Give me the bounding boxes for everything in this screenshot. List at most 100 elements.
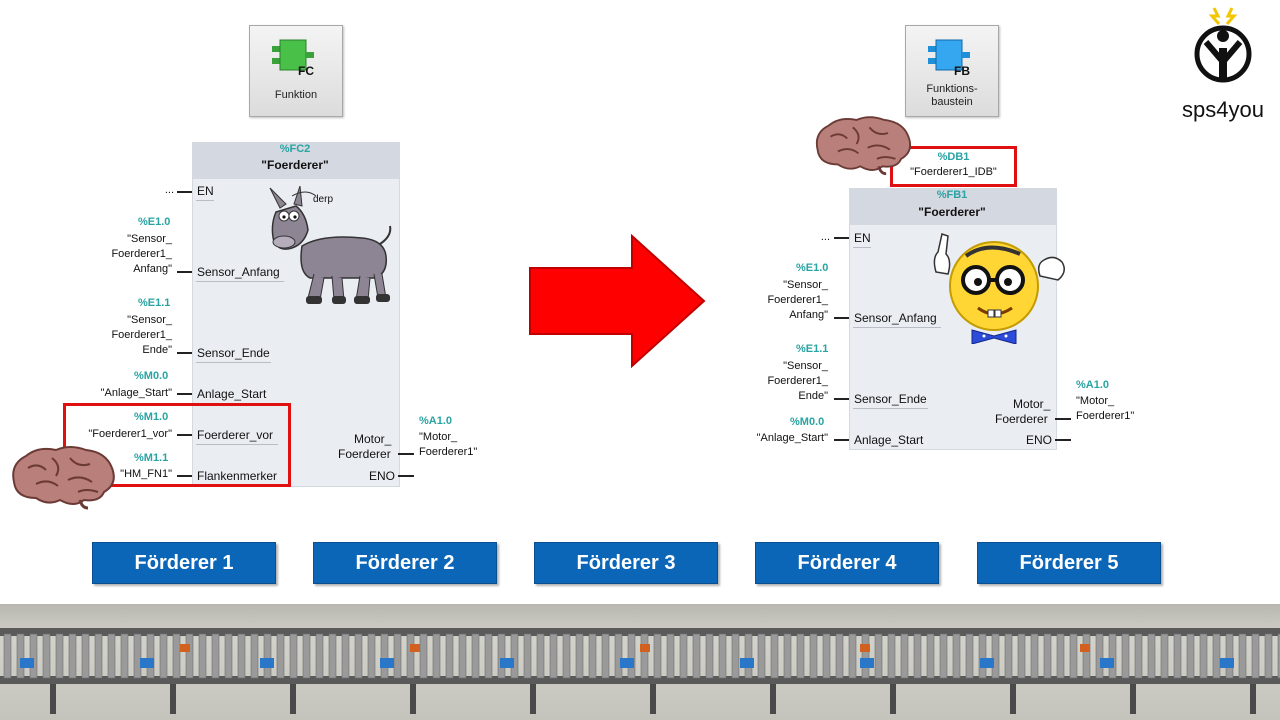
fc-input-2-wire [177,352,192,354]
fc-input-2-line1: "Sensor_ [127,314,172,326]
fc-en-input-value: ... [164,184,174,196]
fc-pin-motor-line1: Motor_ [354,432,392,446]
fc-block-header [193,143,399,179]
fc-input-5-line1: "HM_FN1" [120,468,172,480]
roller-conveyor-image [0,604,1280,720]
fc-eno-wire [398,475,414,477]
fb-function-block-tile[interactable]: FB Funktions- baustein [905,25,999,117]
conveyor-button-5[interactable]: Förderer 5 [977,542,1161,584]
fb-input-3-address: %M0.0 [790,416,825,428]
fc-pin-sensor-ende-underline [196,362,271,363]
fc-input-3-line1: "Anlage_Start" [100,387,172,399]
transition-arrow [529,234,706,368]
fc-output-line2: Foerderer1" [419,446,478,458]
fc-input-1-wire [177,271,192,273]
fb-block-icon [928,39,970,71]
fc-output-address: %A1.0 [419,415,453,427]
fc-output-wire [398,453,414,455]
fb-output-address: %A1.0 [1076,379,1110,391]
fc-input-3-address: %M0.0 [134,370,169,382]
fc-pin-sensor-anfang: Sensor_Anfang [197,265,280,279]
fb-block-body [849,188,1057,450]
fc-input-2-line3: Ende" [142,344,172,356]
fc-pin-sensor-ende: Sensor_Ende [197,346,270,360]
nerd-smiley-illustration [933,233,1065,344]
sps4you-logo: sps4you [1170,4,1276,122]
fb-input-3-wire [834,439,849,441]
fc-pin-foerderer-vor-underline [196,444,278,445]
fb-eno-wire [1055,439,1071,441]
fb-input-2-address: %E1.1 [796,343,829,355]
fb-input-2-line2: Foerderer1_ [767,375,828,387]
fc-input-1-address: %E1.0 [138,216,171,228]
fb-pin-sensor-ende-underline [853,408,928,409]
fc-input-4-address: %M1.0 [134,411,169,423]
fc-block-address: %FC2 [279,143,311,155]
fc-input-1-line2: Foerderer1_ [111,248,172,260]
fc-pin-sensor-anfang-underline [196,281,284,282]
fb-pin-sensor-anfang: Sensor_Anfang [854,311,937,325]
fc-input-5-wire [177,475,192,477]
donkey-speech-text: derp [313,194,334,205]
fb-db-name: "Foerderer1_IDB" [910,166,997,178]
fb-pin-sensor-anfang-underline [853,327,941,328]
fc-tile-tag: FC [298,64,314,78]
fc-input-5-address: %M1.1 [134,452,169,464]
fb-block-name: "Foerderer" [918,205,986,219]
fc-function-tile[interactable]: FC Funktion [249,25,343,117]
fc-input-2-line2: Foerderer1_ [111,329,172,341]
conveyor-button-2[interactable]: Förderer 2 [313,542,497,584]
fb-tile-tag: FB [954,64,970,78]
fb-pin-sensor-ende: Sensor_Ende [854,392,927,406]
fc-en-wire [177,191,192,193]
sps4you-logo-icon [1194,7,1252,83]
brain-icon-left [12,446,115,510]
fc-pin-flankenmerker: Flankenmerker [197,469,278,483]
fb-input-1-address: %E1.0 [796,262,829,274]
fc-input-3-wire [177,393,192,395]
fc-block-name: "Foerderer" [261,158,329,172]
fc-pin-eno: ENO [369,469,396,483]
conveyor-button-4[interactable]: Förderer 4 [755,542,939,584]
fc-input-2-address: %E1.1 [138,297,171,309]
fb-output-line2: Foerderer1" [1076,410,1135,422]
fb-output-wire [1055,418,1071,420]
fb-db-address: %DB1 [937,151,970,163]
fb-pin-motor-line2: Foerderer [995,412,1048,426]
donkey-illustration [269,186,392,304]
fb-tile-label-line2: baustein [931,96,973,108]
fb-pin-eno: ENO [1026,433,1053,447]
fb-input-3-line1: "Anlage_Start" [756,432,828,444]
sps4you-logo-text: sps4you [1182,97,1264,122]
fc-block-icon [272,39,314,71]
fc-pin-en-underline [196,200,214,201]
fb-pin-anlage-start: Anlage_Start [854,433,924,447]
fb-pin-en: EN [854,231,871,245]
fb-block-address: %FB1 [936,189,968,201]
roller-conveyor-drawing [0,628,1280,714]
fb-output-line1: "Motor_ [1076,395,1115,407]
fc-pin-en: EN [197,184,214,198]
fc-memory-highlight-box [63,403,291,487]
fb-en-input-value: ... [820,231,830,243]
fb-pin-en-underline [853,247,871,248]
fc-input-4-wire [177,434,192,436]
fc-pin-motor-line2: Foerderer [338,447,391,461]
fb-input-1-line2: Foerderer1_ [767,294,828,306]
conveyor-button-3[interactable]: Förderer 3 [534,542,718,584]
fb-input-2-wire [834,398,849,400]
fb-en-wire [834,237,849,239]
conveyor-button-1[interactable]: Förderer 1 [92,542,276,584]
fc-output-line1: "Motor_ [419,431,458,443]
fc-input-1-line3: Anfang" [133,263,172,275]
fb-input-1-line3: Anfang" [789,309,828,321]
fb-block-header [850,189,1056,225]
brain-icon-right [815,116,911,176]
fb-input-1-line1: "Sensor_ [783,279,828,291]
fb-tile-label-line1: Funktions- [926,83,978,95]
fc-pin-foerderer-vor: Foerderer_vor [197,428,274,442]
fc-input-1-line1: "Sensor_ [127,233,172,245]
fc-tile-label: Funktion [274,89,318,101]
fb-input-2-line1: "Sensor_ [783,360,828,372]
fc-input-4-line1: "Foerderer1_vor" [88,428,172,440]
